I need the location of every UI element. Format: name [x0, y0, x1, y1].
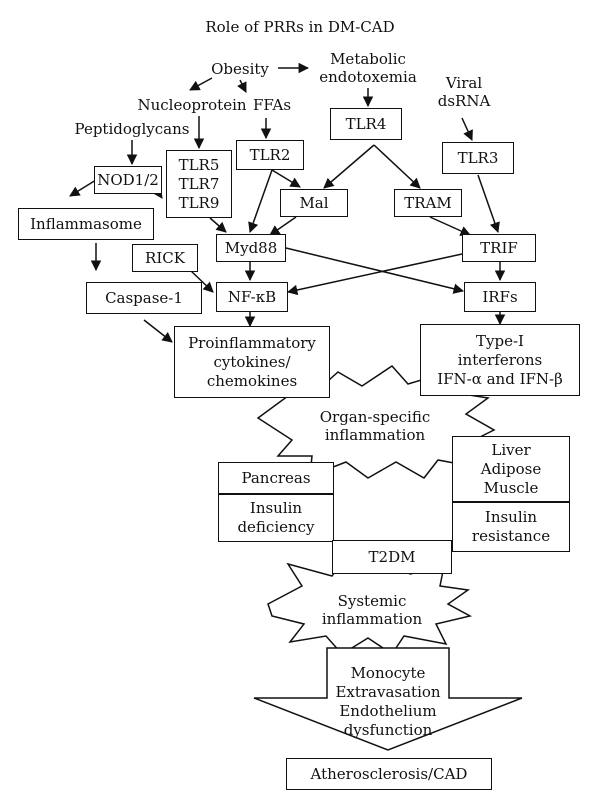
node-tlr2: TLR2 [236, 140, 304, 170]
node-type-i-interferons: Type-I interferons IFN-α and IFN-β [420, 324, 580, 396]
node-tlr4: TLR4 [330, 108, 402, 140]
edge-mal-myd88 [269, 216, 297, 236]
edge-tlr4-tram [373, 144, 421, 189]
label-ffas: FFAs [252, 96, 292, 114]
node-proinflammatory-cytokines: Proinflammatory cytokines/ chemokines [174, 326, 330, 398]
systemic-inflammation-label: Systemic inflammation [321, 592, 423, 628]
node-tlr5-tlr7-tlr9: TLR5 TLR7 TLR9 [166, 150, 232, 218]
node-mal: Mal [280, 189, 348, 217]
node-insulin-deficiency: Insulin deficiency [218, 494, 334, 542]
node-tram: TRAM [394, 189, 462, 217]
edge-viral-tlr3 [461, 117, 473, 141]
edge-caspase-proinflammatory [143, 319, 173, 343]
label-viral-dsrna: Viral dsRNA [437, 74, 491, 110]
node-pancreas: Pancreas [218, 462, 334, 494]
node-nod1-2: NOD1/2 [94, 166, 162, 194]
node-tlr3: TLR3 [442, 142, 514, 174]
node-caspase-1: Caspase-1 [86, 282, 202, 314]
diagram-title: Role of PRRs in DM-CAD [205, 18, 395, 36]
node-insulin-resistance: Insulin resistance [452, 502, 570, 552]
node-trif: TRIF [462, 234, 536, 262]
edge-tlr2-mal [271, 169, 301, 188]
node-inflammasome: Inflammasome [18, 208, 154, 240]
monocyte-extravasation-arrow [253, 647, 523, 751]
node-myd88: Myd88 [216, 234, 286, 262]
edge-tlr3-trif [477, 174, 500, 233]
label-obesity: Obesity [211, 60, 269, 78]
edge-tlr4-mal [323, 144, 375, 189]
node-rick: RICK [132, 244, 198, 272]
node-irfs: IRFs [464, 282, 536, 312]
edge-obesity-ffas [237, 79, 247, 93]
node-nf-kb: NF-κB [216, 282, 288, 312]
edge-trif-nfkb [286, 253, 463, 296]
label-metabolic-endotoxemia: Metabolic endotoxemia [319, 50, 417, 86]
edge-tlr2-myd88 [248, 169, 273, 233]
edge-obesity-nucleoprotein [189, 77, 213, 91]
edge-myd88-irfs [285, 247, 465, 294]
edge-rick-nfkb [189, 269, 214, 293]
monocyte-extravasation-label: Monocyte Extravasation Endothelium dysfu… [335, 664, 441, 739]
label-nucleoprotein: Nucleoprotein [137, 96, 247, 114]
edge-nod-inflammasome [69, 179, 97, 197]
node-t2dm: T2DM [332, 540, 452, 574]
edge-tlr579-myd88 [209, 217, 227, 233]
node-liver-adipose-muscle: Liver Adipose Muscle [452, 436, 570, 502]
edge-tram-trif [429, 216, 471, 236]
organ-specific-inflammation-label: Organ-specific inflammation [319, 408, 431, 444]
label-peptidoglycans: Peptidoglycans [74, 120, 190, 138]
node-atherosclerosis-cad: Atherosclerosis/CAD [286, 758, 492, 790]
